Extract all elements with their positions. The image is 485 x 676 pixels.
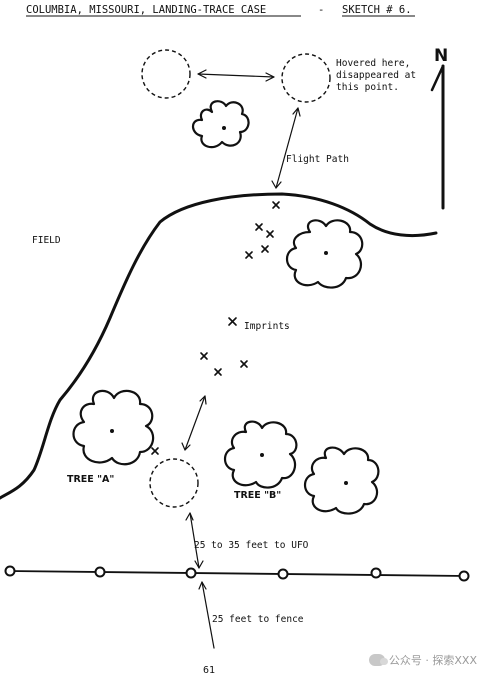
tree-b	[223, 420, 298, 489]
imprint-mark	[240, 360, 248, 368]
fence	[4, 565, 470, 582]
imprint-mark	[228, 317, 237, 326]
header: COLUMBIA, MISSOURI, LANDING-TRACE CASE -…	[26, 4, 415, 17]
fence-post	[370, 567, 382, 579]
header-title: COLUMBIA, MISSOURI, LANDING-TRACE CASE	[26, 4, 266, 16]
hovered-note: Hovered here, disappeared at this point.	[336, 58, 416, 93]
ufo-position-circle	[141, 49, 191, 99]
imprint-mark	[266, 230, 274, 238]
north-arrow: N	[430, 46, 448, 210]
distance-fence-label: 25 feet to fence	[212, 614, 304, 625]
flight-path-arrow	[271, 107, 301, 189]
watermark-text: 公众号 · 探索XXX	[388, 654, 477, 667]
hovered-note-line-3: this point.	[336, 82, 399, 93]
tree-b-label: TREE "B"	[234, 490, 281, 501]
header-separator: -	[318, 4, 324, 16]
field-boundary	[0, 192, 438, 500]
distance-ufo-label: 25 to 35 feet to UFO	[194, 540, 309, 551]
distance-fence-arrow	[198, 581, 215, 649]
distance-ufo-arrow	[185, 512, 204, 569]
tree-a	[72, 389, 155, 466]
north-arrow-head	[430, 64, 445, 92]
page-number: 61	[203, 665, 215, 676]
imprint-marks	[151, 201, 280, 455]
fence-post	[94, 566, 106, 578]
imprint-mark	[255, 223, 263, 231]
ufo-hover-circle	[281, 53, 331, 103]
imprints-label: Imprints	[244, 321, 290, 332]
tree-right	[285, 219, 364, 289]
fence-post	[4, 565, 16, 577]
imprint-mark	[245, 251, 253, 259]
fence-post	[458, 570, 470, 582]
imprint-mark	[200, 352, 208, 360]
field-label: FIELD	[32, 235, 61, 246]
tree-a-label: TREE "A"	[67, 474, 114, 485]
fence-post	[185, 567, 197, 579]
flight-path-label: Flight Path	[286, 154, 349, 165]
imprint-mark	[214, 368, 222, 376]
hovered-note-line-1: Hovered here,	[336, 58, 410, 69]
hovered-note-line-2: disappeared at	[336, 70, 416, 81]
north-label: N	[434, 46, 448, 66]
tree-lower-right	[303, 446, 380, 515]
ufo-landing-circle	[149, 458, 199, 508]
wechat-icon	[368, 654, 388, 666]
small-tree	[191, 100, 250, 149]
watermark: 公众号 · 探索XXX	[368, 652, 477, 668]
imprint-mark	[261, 245, 269, 253]
fence-post	[277, 568, 289, 580]
drift-arrow	[197, 69, 275, 82]
imprint-mark	[151, 447, 159, 455]
sketch-number: SKETCH # 6.	[342, 4, 412, 16]
imprint-mark	[272, 201, 280, 209]
landing-arrow	[181, 395, 207, 451]
